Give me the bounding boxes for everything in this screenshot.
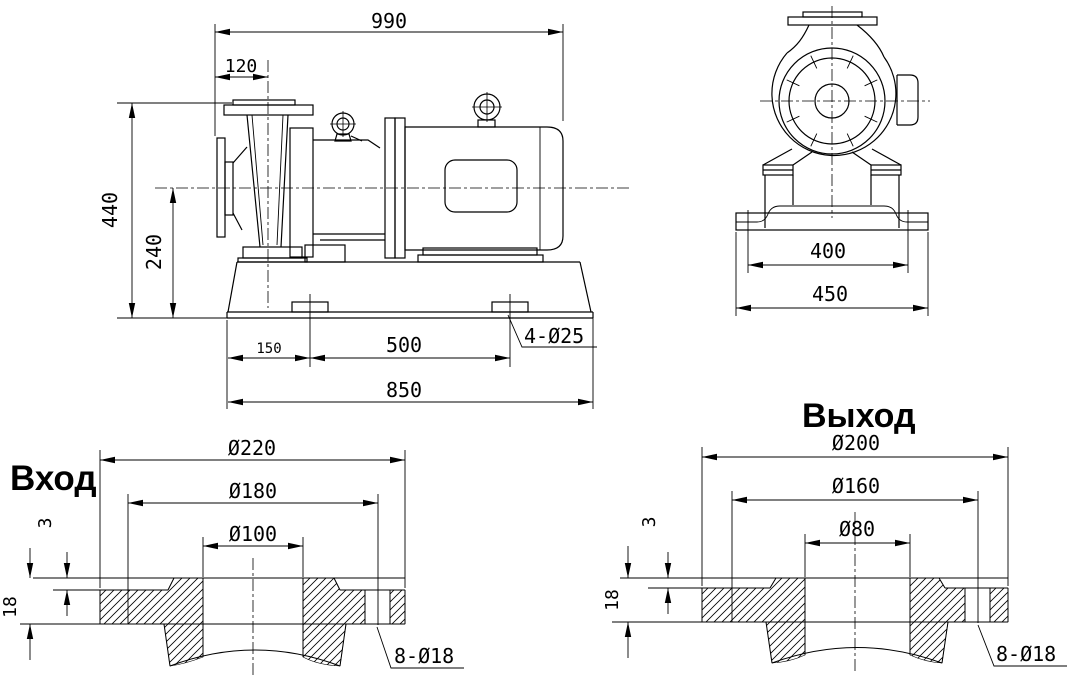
inlet-title: Вход [10, 459, 97, 498]
dim-anchor-span: 400 [810, 239, 846, 263]
side-view-dimensions [117, 24, 597, 409]
side-view: 990 120 440 240 150 500 850 4-Ø25 [98, 9, 632, 409]
bolt-tick-marks [786, 55, 878, 147]
dim-base-width: 450 [812, 282, 848, 306]
front-view-dimensions [735, 210, 929, 316]
inlet-flange-view: Вход [0, 436, 464, 678]
dim-inlet-bolt-holes: 8-Ø18 [394, 644, 454, 668]
pump-outline [216, 92, 564, 263]
outlet-flange-view: Выход [602, 397, 1067, 672]
outlet-outline [612, 577, 1009, 664]
outlet-hatch [701, 577, 1009, 664]
inlet-outline [20, 577, 406, 667]
front-view: 400 450 [735, 6, 930, 316]
dim-inlet-bore: Ø100 [229, 522, 277, 546]
dim-foot-offset: 150 [256, 341, 281, 357]
dim-axis-height: 240 [142, 234, 166, 270]
dim-inlet-offset: 120 [225, 56, 258, 77]
dim-outlet-bolt-circle: Ø160 [832, 474, 880, 498]
front-view-centerlines [760, 6, 930, 218]
dim-foot-spacing: 500 [386, 333, 422, 357]
outlet-dimensions [624, 447, 1067, 667]
dim-outlet-bolt-holes: 8-Ø18 [996, 642, 1056, 666]
motor-nameplate [444, 159, 518, 213]
dim-inlet-thickness: 18 [0, 596, 21, 618]
dim-overall-length: 990 [371, 9, 407, 33]
dim-outlet-od: Ø200 [832, 431, 880, 455]
dim-inlet-bolt-circle: Ø180 [229, 479, 277, 503]
dim-outlet-bore: Ø80 [839, 517, 875, 541]
outlet-title: Выход [802, 397, 916, 435]
dim-inlet-face-height: 3 [35, 518, 56, 529]
dim-outlet-thickness: 18 [602, 589, 623, 611]
dim-base-length: 850 [386, 378, 422, 402]
dim-inlet-od: Ø220 [228, 436, 276, 460]
dim-total-height: 440 [98, 192, 122, 228]
inlet-dimensions [26, 450, 464, 669]
side-view-centerlines [155, 60, 632, 308]
dim-anchor-holes: 4-Ø25 [524, 324, 584, 348]
dim-outlet-face-height: 3 [639, 517, 660, 528]
